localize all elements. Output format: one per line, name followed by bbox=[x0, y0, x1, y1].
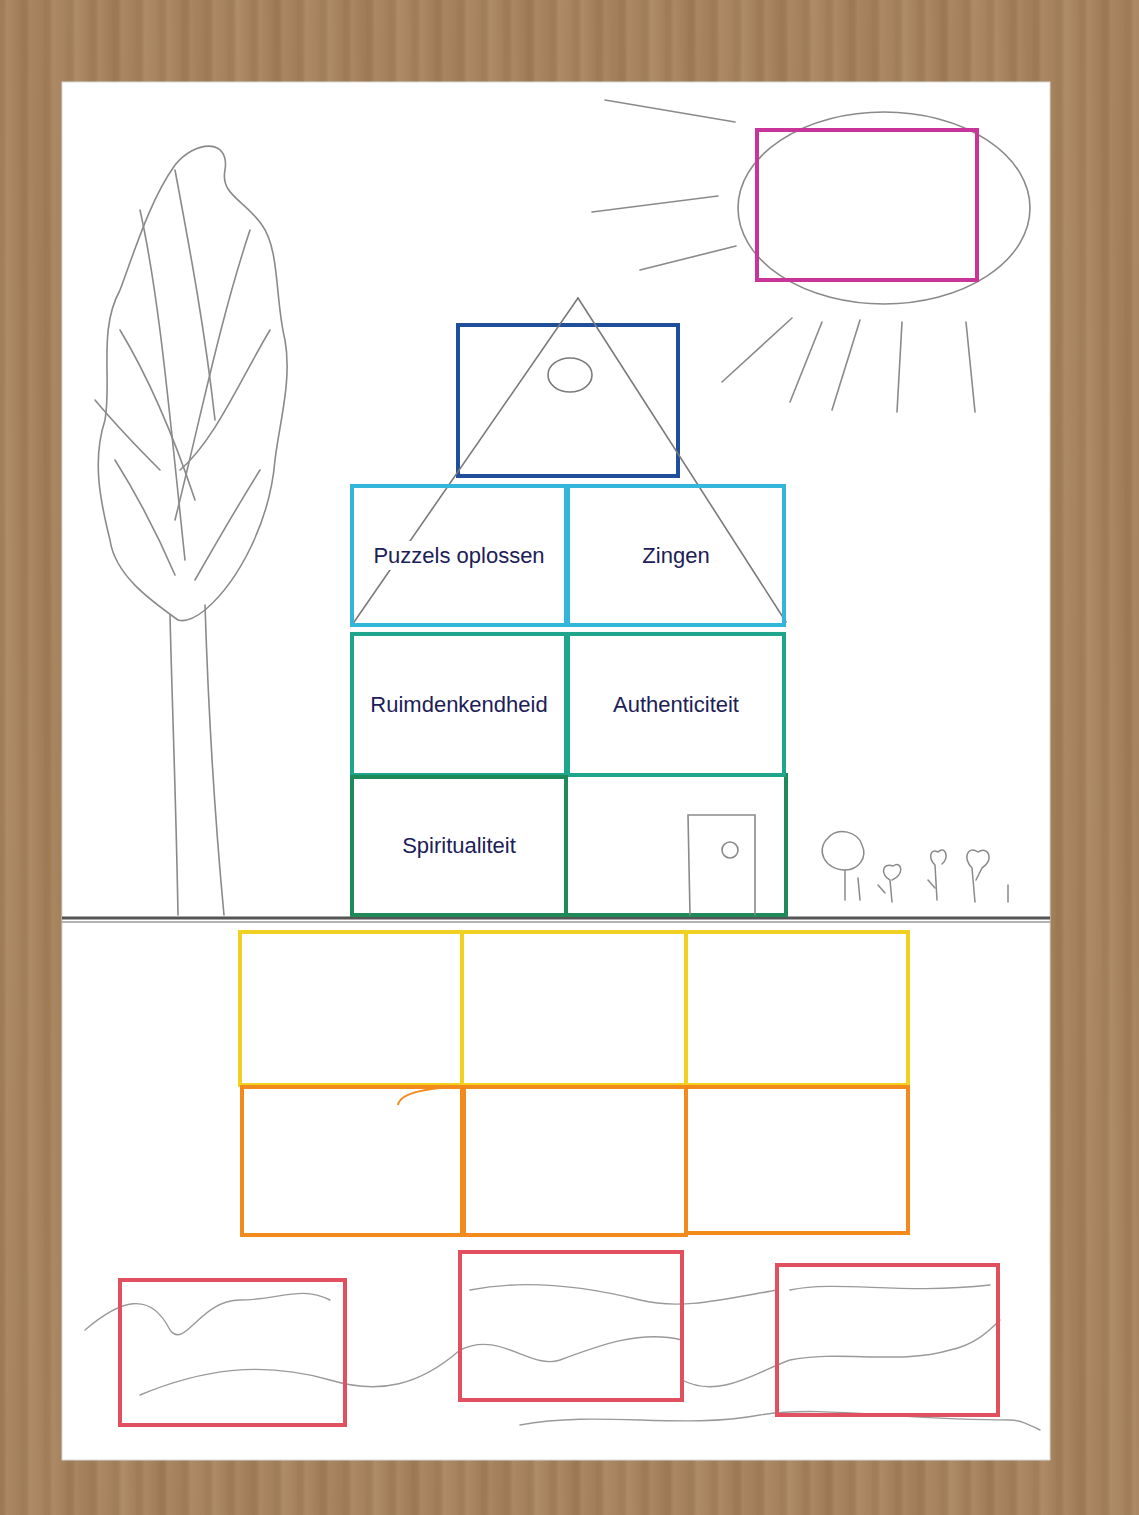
tree-scribble bbox=[180, 330, 270, 470]
orange-stroke bbox=[398, 1086, 462, 1105]
value-label: Spiritualiteit bbox=[399, 831, 519, 861]
flower-stem bbox=[1007, 885, 1009, 902]
roof-box bbox=[458, 325, 678, 476]
roof-line bbox=[578, 298, 786, 622]
sun-ray bbox=[722, 318, 792, 382]
tree-scribble bbox=[120, 330, 195, 500]
value-label: Ruimdenkendheid bbox=[367, 690, 550, 720]
tree-trunk bbox=[170, 615, 178, 915]
flower bbox=[931, 850, 946, 900]
value-box: Spiritualiteit bbox=[350, 775, 568, 917]
red-box bbox=[460, 1252, 682, 1400]
upper-boxes bbox=[240, 932, 908, 1235]
door bbox=[688, 815, 755, 915]
roof-window bbox=[548, 358, 592, 392]
sun-ray bbox=[790, 322, 822, 402]
flowers-sketch bbox=[822, 832, 1008, 902]
paper-sheet bbox=[62, 82, 1050, 1460]
flower bbox=[884, 865, 901, 902]
root-waves bbox=[85, 1285, 1040, 1430]
flower-leaf bbox=[878, 885, 885, 893]
tree-trunk bbox=[205, 605, 224, 915]
sun-ray bbox=[966, 322, 975, 412]
orange-box bbox=[686, 1087, 908, 1233]
door-window bbox=[722, 842, 738, 858]
paper-edge bbox=[62, 82, 1050, 1460]
value-label: Puzzels oplossen bbox=[370, 541, 547, 571]
value-box: Zingen bbox=[566, 484, 786, 627]
flower-stem bbox=[858, 878, 860, 900]
flower bbox=[822, 832, 864, 900]
value-box: Puzzels oplossen bbox=[350, 484, 568, 627]
yellow-box bbox=[462, 932, 686, 1085]
tree-scribble bbox=[175, 170, 215, 420]
door-sketch bbox=[688, 815, 755, 915]
orange-box bbox=[242, 1087, 462, 1235]
yellow-box bbox=[240, 932, 462, 1085]
red-box bbox=[777, 1265, 998, 1415]
red-box bbox=[120, 1280, 345, 1425]
roof-line bbox=[352, 298, 578, 625]
tree-crown bbox=[98, 146, 287, 620]
value-box: Ruimdenkendheid bbox=[350, 632, 568, 777]
tree-sketch bbox=[95, 146, 287, 915]
wave-line bbox=[470, 1285, 777, 1304]
value-label: Authenticiteit bbox=[610, 690, 742, 720]
sun-ray bbox=[605, 100, 735, 122]
sun-sketch bbox=[592, 100, 1030, 412]
sun-ray bbox=[897, 322, 902, 412]
wave-line bbox=[682, 1320, 1000, 1387]
tree-scribble bbox=[195, 470, 260, 580]
sun-ray bbox=[832, 320, 860, 410]
ground-line bbox=[62, 921, 1050, 923]
flower bbox=[967, 850, 989, 902]
wave-line bbox=[140, 1337, 682, 1395]
flower-leaf bbox=[928, 880, 935, 888]
orange-box bbox=[464, 1087, 686, 1235]
value-box: Authenticiteit bbox=[566, 632, 786, 777]
lower-boxes bbox=[120, 1252, 998, 1425]
tree-scribble bbox=[115, 460, 175, 575]
wave-line bbox=[790, 1285, 990, 1290]
value-label: Zingen bbox=[639, 541, 712, 571]
sun-ray bbox=[640, 246, 736, 270]
tree-scribble bbox=[95, 400, 160, 470]
empty-house-box bbox=[566, 775, 786, 915]
sun-circle bbox=[738, 112, 1030, 304]
sun-box bbox=[757, 130, 977, 280]
yellow-box bbox=[686, 932, 908, 1085]
sun-ray bbox=[592, 196, 718, 212]
